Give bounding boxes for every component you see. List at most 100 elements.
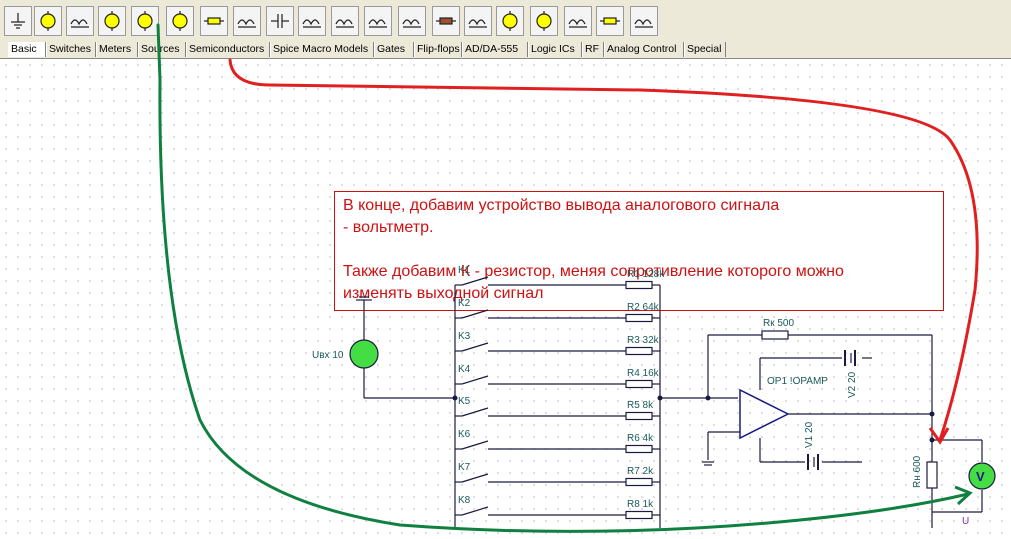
junction-dot: [929, 411, 935, 417]
toolbar-button-relay-coil[interactable]: [432, 6, 460, 36]
meter-label: U: [962, 516, 969, 527]
green-arrow-head: [954, 485, 973, 506]
junction-dot: [705, 395, 711, 401]
toolbar-button-zener[interactable]: [630, 6, 658, 36]
relay-coil-icon: [436, 17, 456, 25]
ladder-resistor: [625, 510, 653, 520]
toolbar-button-voltmeter[interactable]: [131, 6, 159, 36]
green-annotation-arrow: [156, 23, 970, 533]
lamp-icon: [40, 11, 56, 31]
load-resistor: [926, 461, 938, 489]
feedback-resistor: [761, 330, 789, 340]
ladder-resistor: [625, 280, 653, 290]
battery-icon: [70, 19, 89, 28]
toolbar-button-gauge[interactable]: [98, 6, 126, 36]
note-line-4: изменять выходной сигнал: [343, 285, 544, 302]
toolbar-button-core-transformer[interactable]: [398, 6, 426, 36]
switch-icon: [468, 19, 487, 28]
resistor-label: R2 64k: [627, 302, 660, 313]
tab-rf[interactable]: RF: [582, 42, 604, 57]
voltmeter-icon: [968, 462, 996, 490]
resistor-label: R8 1k: [627, 499, 654, 510]
voltage-source-icon: [349, 339, 379, 369]
tab-flip-flops[interactable]: Flip-flops: [414, 42, 462, 57]
capacitor-icon: [271, 14, 289, 28]
toolbar-button-transformer[interactable]: [364, 6, 392, 36]
ladder-resistor: [625, 379, 653, 389]
resistor-label: R1 128k: [627, 269, 665, 280]
tab-special[interactable]: Special: [684, 42, 726, 57]
toolbar-button-motor[interactable]: [530, 6, 558, 36]
toolbar-button-bulb[interactable]: [496, 6, 524, 36]
fuse-icon: [600, 17, 620, 25]
ladder-row: [455, 276, 660, 290]
ladder-row: [455, 506, 660, 520]
tab-semiconductors[interactable]: Semiconductors: [186, 42, 270, 57]
feedback-label: Rк 500: [763, 318, 794, 329]
resistor-label: R7 2k: [627, 466, 654, 477]
tab-gates[interactable]: Gates: [374, 42, 414, 57]
switch-resistor-ladder: [455, 276, 660, 520]
ladder-resistor: [625, 346, 653, 356]
toolbar-button-potentiometer[interactable]: [564, 6, 592, 36]
ladder-row: [455, 342, 660, 356]
transformer-icon: [368, 19, 387, 28]
tab-analog-control[interactable]: Analog Control: [604, 42, 684, 57]
v2-label: V2 20: [847, 371, 858, 398]
core-transformer-icon: [402, 19, 421, 28]
switch-label: K1: [458, 265, 471, 276]
junction-dot: [929, 437, 935, 443]
toolbar-button-variable-resistor[interactable]: [233, 6, 261, 36]
core-inductor-icon: [335, 19, 354, 28]
tab-switches[interactable]: Switches: [46, 42, 96, 57]
switch-label: K3: [458, 331, 471, 342]
toolbar-button-capacitor[interactable]: [266, 6, 294, 36]
resistor-label: R3 32k: [627, 335, 660, 346]
schematic-canvas[interactable]: В конце, добавим устройство вывода анало…: [0, 59, 1011, 539]
toolbar-button-lamp[interactable]: [34, 6, 62, 36]
ladder-row: [455, 473, 660, 487]
note-line-2: - вольтметр.: [343, 219, 434, 236]
ladder-row: [455, 440, 660, 454]
voltmeter-icon: [137, 11, 153, 31]
red-arrow-head: [928, 427, 950, 445]
opamp-label: OP1 !OPAMP: [767, 376, 828, 387]
zener-icon: [634, 19, 653, 28]
tab-meters[interactable]: Meters: [96, 42, 138, 57]
bulb-icon: [502, 11, 518, 31]
ladder-resistor: [625, 444, 653, 454]
tab-ad-da-555[interactable]: AD/DA-555: [462, 42, 528, 57]
toolbar-button-ground[interactable]: [4, 6, 32, 36]
tab-spice-macro-models[interactable]: Spice Macro Models: [270, 42, 374, 57]
tab-logic-ics[interactable]: Logic ICs: [528, 42, 582, 57]
toolbar-button-resistor[interactable]: [200, 6, 228, 36]
load-label: Rн 600: [912, 455, 923, 488]
ladder-row: [455, 375, 660, 389]
ladder-resistor: [625, 477, 653, 487]
toolbar-button-fuse[interactable]: [596, 6, 624, 36]
v1-label: V1 20: [804, 421, 815, 448]
resistor-label: R5 8k: [627, 400, 654, 411]
ladder-row: [455, 309, 660, 323]
switch-label: K8: [458, 495, 471, 506]
red-annotation-arrow: [228, 58, 979, 442]
junction-dot: [452, 395, 458, 401]
ground-icon: [11, 13, 25, 29]
resistor-label: R4 16k: [627, 368, 660, 379]
toolbar-button-core-inductor[interactable]: [331, 6, 359, 36]
toolbar-button-switch[interactable]: [464, 6, 492, 36]
toolbar-button-ammeter[interactable]: [166, 6, 194, 36]
resistor-icon: [204, 17, 224, 25]
meter-symbol: V: [976, 469, 985, 484]
note-line-3: Также добавим К - резистор, меняя сопрот…: [343, 263, 844, 280]
switch-label: K2: [458, 298, 471, 309]
ammeter-icon: [172, 11, 188, 31]
switch-label: K5: [458, 396, 471, 407]
ladder-resistor: [625, 313, 653, 323]
toolbar-button-battery[interactable]: [66, 6, 94, 36]
tab-basic[interactable]: Basic: [8, 42, 46, 57]
toolbar-button-inductor[interactable]: [298, 6, 326, 36]
junction-dot: [657, 395, 663, 401]
